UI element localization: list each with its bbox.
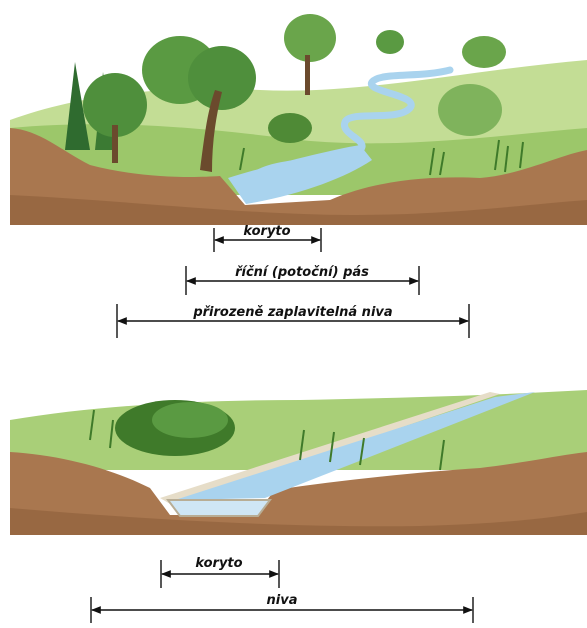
bottom-dimensions: koryto niva (91, 556, 473, 623)
river-belt-label: říční (potoční) pás (235, 265, 369, 280)
natural-river-illustration (10, 14, 587, 225)
regulated-channel-illustration (10, 390, 587, 535)
bush-highlight (152, 402, 228, 438)
floodplain-label: přirozeně zaplavitelná niva (192, 305, 392, 320)
channel-label: koryto (243, 224, 290, 239)
top-dimensions: koryto říční (potoční) pás přirozeně zap… (117, 224, 469, 338)
channel-bed (168, 500, 270, 516)
channel-label-bottom: koryto (195, 556, 242, 571)
floodplain-label-bottom: niva (267, 593, 298, 608)
